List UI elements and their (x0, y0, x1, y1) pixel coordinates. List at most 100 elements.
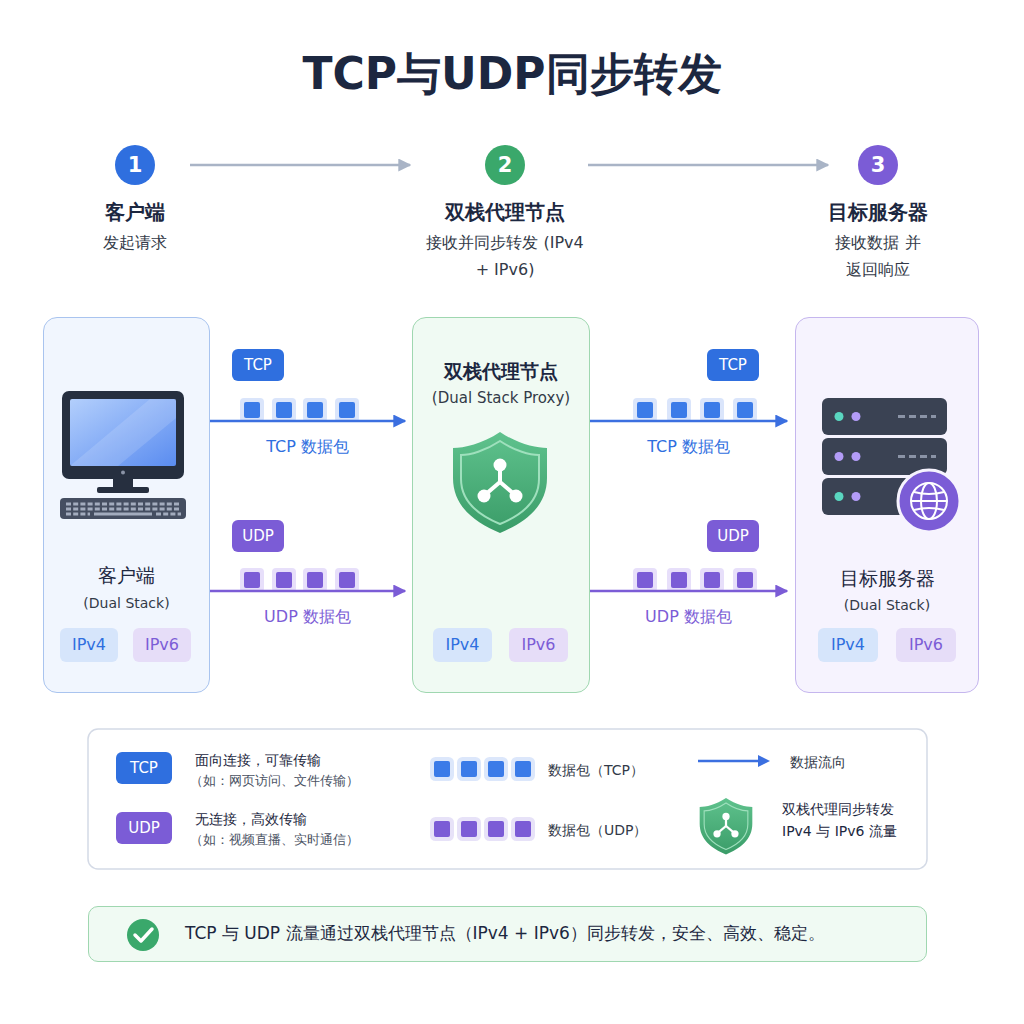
data-packets (737, 572, 753, 588)
legend-arrow-sample (758, 755, 770, 767)
server-illustration (852, 492, 861, 501)
computer-illustration (97, 487, 149, 493)
legend-shield-sample (700, 798, 753, 855)
computer-illustration (66, 504, 181, 514)
data-packets (733, 398, 757, 422)
flow-arrow (590, 590, 787, 593)
data-packets (339, 572, 355, 588)
node-label: 1 (115, 145, 155, 185)
legend-badge: UDP (116, 812, 172, 844)
node-label: IPv6 (896, 628, 956, 662)
packet-square (488, 821, 504, 837)
computer-illustration (156, 513, 181, 516)
node-text: 客户端 (35, 199, 235, 225)
legend-badge: TCP (116, 752, 172, 784)
computer-illustration (70, 399, 176, 466)
legend-text: 面向连接，可靠传输 (195, 749, 415, 771)
ip-pill: IPv4 (60, 628, 118, 662)
computer-illustration (66, 513, 90, 516)
node-label: 3 (858, 145, 898, 185)
check-icon (135, 929, 152, 941)
ip-pill: IPv6 (509, 628, 568, 662)
server-illustration (911, 483, 947, 519)
legend-text: 双栈代理同步转发 IPv4 与 IPv6 流量 (782, 798, 912, 842)
edge-label: TCP 数据包 (599, 435, 779, 459)
legend-frame (88, 729, 927, 869)
node-label: UDP (232, 520, 284, 552)
node-text: 目标服务器 (778, 199, 978, 225)
note-text: （如：视频直播、实时通信） (190, 830, 440, 850)
legend-text: 数据流向 (790, 751, 910, 773)
server-illustration (835, 412, 844, 421)
legend-text: 数据包（TCP） (548, 759, 688, 781)
edge-label: TCP 数据包 (218, 435, 398, 459)
node-label: TCP (707, 349, 759, 381)
data-packets (307, 572, 323, 588)
legend-arrow-sample (698, 760, 760, 763)
legend-arrow-sample (698, 755, 770, 767)
server-box: 目标服务器(Dual Stack)IPv4IPv6 (795, 317, 979, 693)
data-packets (704, 572, 720, 588)
server-illustration (898, 455, 936, 458)
server-illustration (822, 398, 960, 532)
step-circle: 1客户端发起请求 (115, 145, 155, 185)
server-illustration (835, 452, 844, 461)
flow-arrow (210, 420, 405, 423)
node-text: (Dual Stack) (796, 595, 978, 615)
legend-text: 数据包（UDP） (548, 819, 688, 841)
node-text: 接收数据 并返回响应 (832, 229, 924, 283)
data-packets (240, 568, 757, 592)
computer-illustration (66, 508, 181, 511)
step-circle: 2双栈代理节点接收并同步转发 (IPv4 + IPv6) (485, 145, 525, 185)
data-packets (637, 402, 653, 418)
protocol-badge: UDP (232, 520, 284, 552)
data-packets (637, 572, 653, 588)
data-packets (276, 402, 292, 418)
computer-illustration (94, 513, 152, 516)
data-packets (240, 398, 757, 592)
data-packets (244, 402, 753, 418)
data-packets (633, 398, 657, 422)
node-label: TCP (232, 349, 284, 381)
server-illustration (911, 483, 947, 519)
computer-illustration (60, 498, 186, 519)
data-packets (733, 568, 757, 592)
data-packets (240, 398, 264, 422)
data-packets (700, 398, 724, 422)
server-illustration (852, 452, 861, 461)
server-illustration (852, 412, 861, 421)
data-packets (240, 568, 264, 592)
data-packets (700, 568, 724, 592)
computer-illustration (66, 503, 181, 506)
node-label: 客户端 (44, 562, 209, 588)
step-circle: 3目标服务器接收数据 并返回响应 (858, 145, 898, 185)
server-illustration (911, 500, 947, 502)
node-label: IPv4 (433, 628, 492, 662)
node-text: 发起请求 (35, 229, 235, 256)
computer-illustration (60, 391, 186, 519)
server-illustration (898, 415, 936, 418)
data-packets (244, 572, 260, 588)
node-label: IPv6 (509, 628, 568, 662)
data-packets (633, 568, 657, 592)
node-label: UDP (707, 520, 759, 552)
data-packets (307, 402, 323, 418)
server-illustration (898, 470, 960, 532)
data-packets (244, 572, 753, 588)
protocol-badge: TCP (707, 349, 759, 381)
packet-square (515, 761, 531, 777)
data-packets (667, 568, 691, 592)
summary-box: TCP 与 UDP 流量通过双栈代理节点（IPv4 + IPv6）同步转发，安全… (88, 906, 927, 962)
data-packets (272, 568, 296, 592)
computer-illustration (113, 479, 133, 489)
computer-illustration (121, 471, 125, 475)
node-label: 目标服务器 (796, 565, 978, 591)
node-label: 双栈代理节点 (413, 358, 589, 384)
ip-pill: IPv4 (433, 628, 492, 662)
node-text: 接收并同步转发 (IPv4 + IPv6) (423, 229, 587, 283)
legend-text: 无连接，高效传输 (195, 808, 415, 830)
flow-arrow (588, 164, 828, 167)
data-packets (240, 398, 757, 422)
server-illustration (822, 438, 947, 475)
